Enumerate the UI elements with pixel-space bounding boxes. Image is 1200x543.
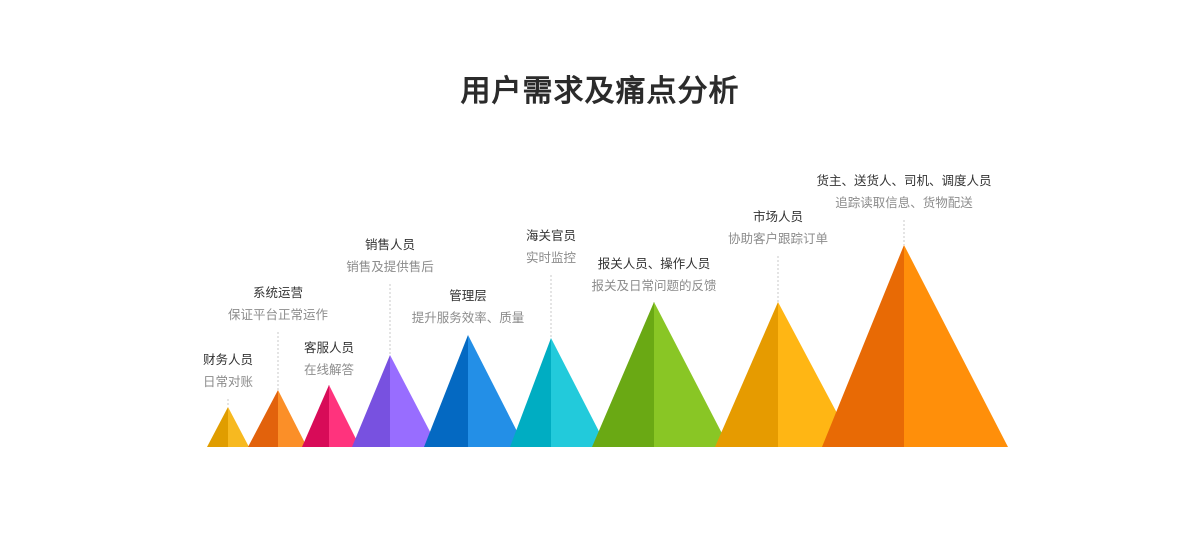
role-name: 客服人员 xyxy=(303,340,355,355)
role-need: 保证平台正常运作 xyxy=(227,306,329,322)
user-group-label-9: 货主、送货人、司机、调度人员追踪读取信息、货物配送 xyxy=(816,173,992,210)
mountain-4 xyxy=(352,284,438,447)
user-group-label-8: 市场人员协助客户跟踪订单 xyxy=(727,209,829,246)
role-need: 报关及日常问题的反馈 xyxy=(591,277,717,293)
mountain-3 xyxy=(302,385,360,447)
mountain-right-face xyxy=(390,355,438,447)
mountain-right-face xyxy=(228,407,249,447)
mountain-5 xyxy=(424,335,525,447)
mountain-left-face xyxy=(592,302,654,447)
user-group-label-5: 管理层提升服务效率、质量 xyxy=(411,288,525,325)
mountain-right-face xyxy=(778,302,855,447)
page-title: 用户需求及痛点分析 xyxy=(460,74,740,109)
user-group-label-3: 客服人员在线解答 xyxy=(303,340,355,377)
mountain-6 xyxy=(510,275,607,447)
mountain-left-face xyxy=(510,338,551,447)
mountain-left-face xyxy=(302,385,329,447)
user-group-label-1: 财务人员日常对账 xyxy=(202,352,254,389)
role-name: 货主、送货人、司机、调度人员 xyxy=(816,173,992,188)
user-group-label-2: 系统运营保证平台正常运作 xyxy=(227,285,329,322)
mountain-left-face xyxy=(352,355,390,447)
role-name: 财务人员 xyxy=(202,352,254,367)
mountain-8 xyxy=(715,256,855,447)
user-group-label-6: 海关官员实时监控 xyxy=(525,228,577,265)
mountain-right-face xyxy=(329,385,360,447)
role-name: 报关人员、操作人员 xyxy=(597,256,711,271)
role-name: 海关官员 xyxy=(525,228,577,243)
role-need: 实时监控 xyxy=(525,249,577,265)
role-need: 提升服务效率、质量 xyxy=(411,309,525,325)
role-need: 协助客户跟踪订单 xyxy=(727,230,829,246)
mountain-right-face xyxy=(904,245,1008,447)
mountain-right-face xyxy=(278,390,307,447)
role-need: 追踪读取信息、货物配送 xyxy=(835,194,973,210)
mountain-left-face xyxy=(822,245,904,447)
role-name: 市场人员 xyxy=(752,209,804,224)
mountain-right-face xyxy=(654,302,729,447)
mountain-2 xyxy=(248,332,307,447)
role-name: 系统运营 xyxy=(252,285,304,300)
user-group-label-7: 报关人员、操作人员报关及日常问题的反馈 xyxy=(591,256,717,293)
role-name: 管理层 xyxy=(449,288,487,303)
mountain-left-face xyxy=(715,302,778,447)
role-need: 在线解答 xyxy=(303,361,355,377)
mountain-right-face xyxy=(551,338,607,447)
mountain-right-face xyxy=(468,335,525,447)
mountain-left-face xyxy=(207,407,228,447)
mountain-1 xyxy=(207,399,249,447)
mountain-7 xyxy=(592,302,729,447)
role-need: 销售及提供售后 xyxy=(346,258,434,274)
mountain-left-face xyxy=(248,390,278,447)
role-name: 销售人员 xyxy=(364,237,416,252)
mountain-left-face xyxy=(424,335,468,447)
mountain-9 xyxy=(822,220,1008,447)
role-need: 日常对账 xyxy=(202,373,254,389)
user-group-label-4: 销售人员销售及提供售后 xyxy=(346,237,434,274)
